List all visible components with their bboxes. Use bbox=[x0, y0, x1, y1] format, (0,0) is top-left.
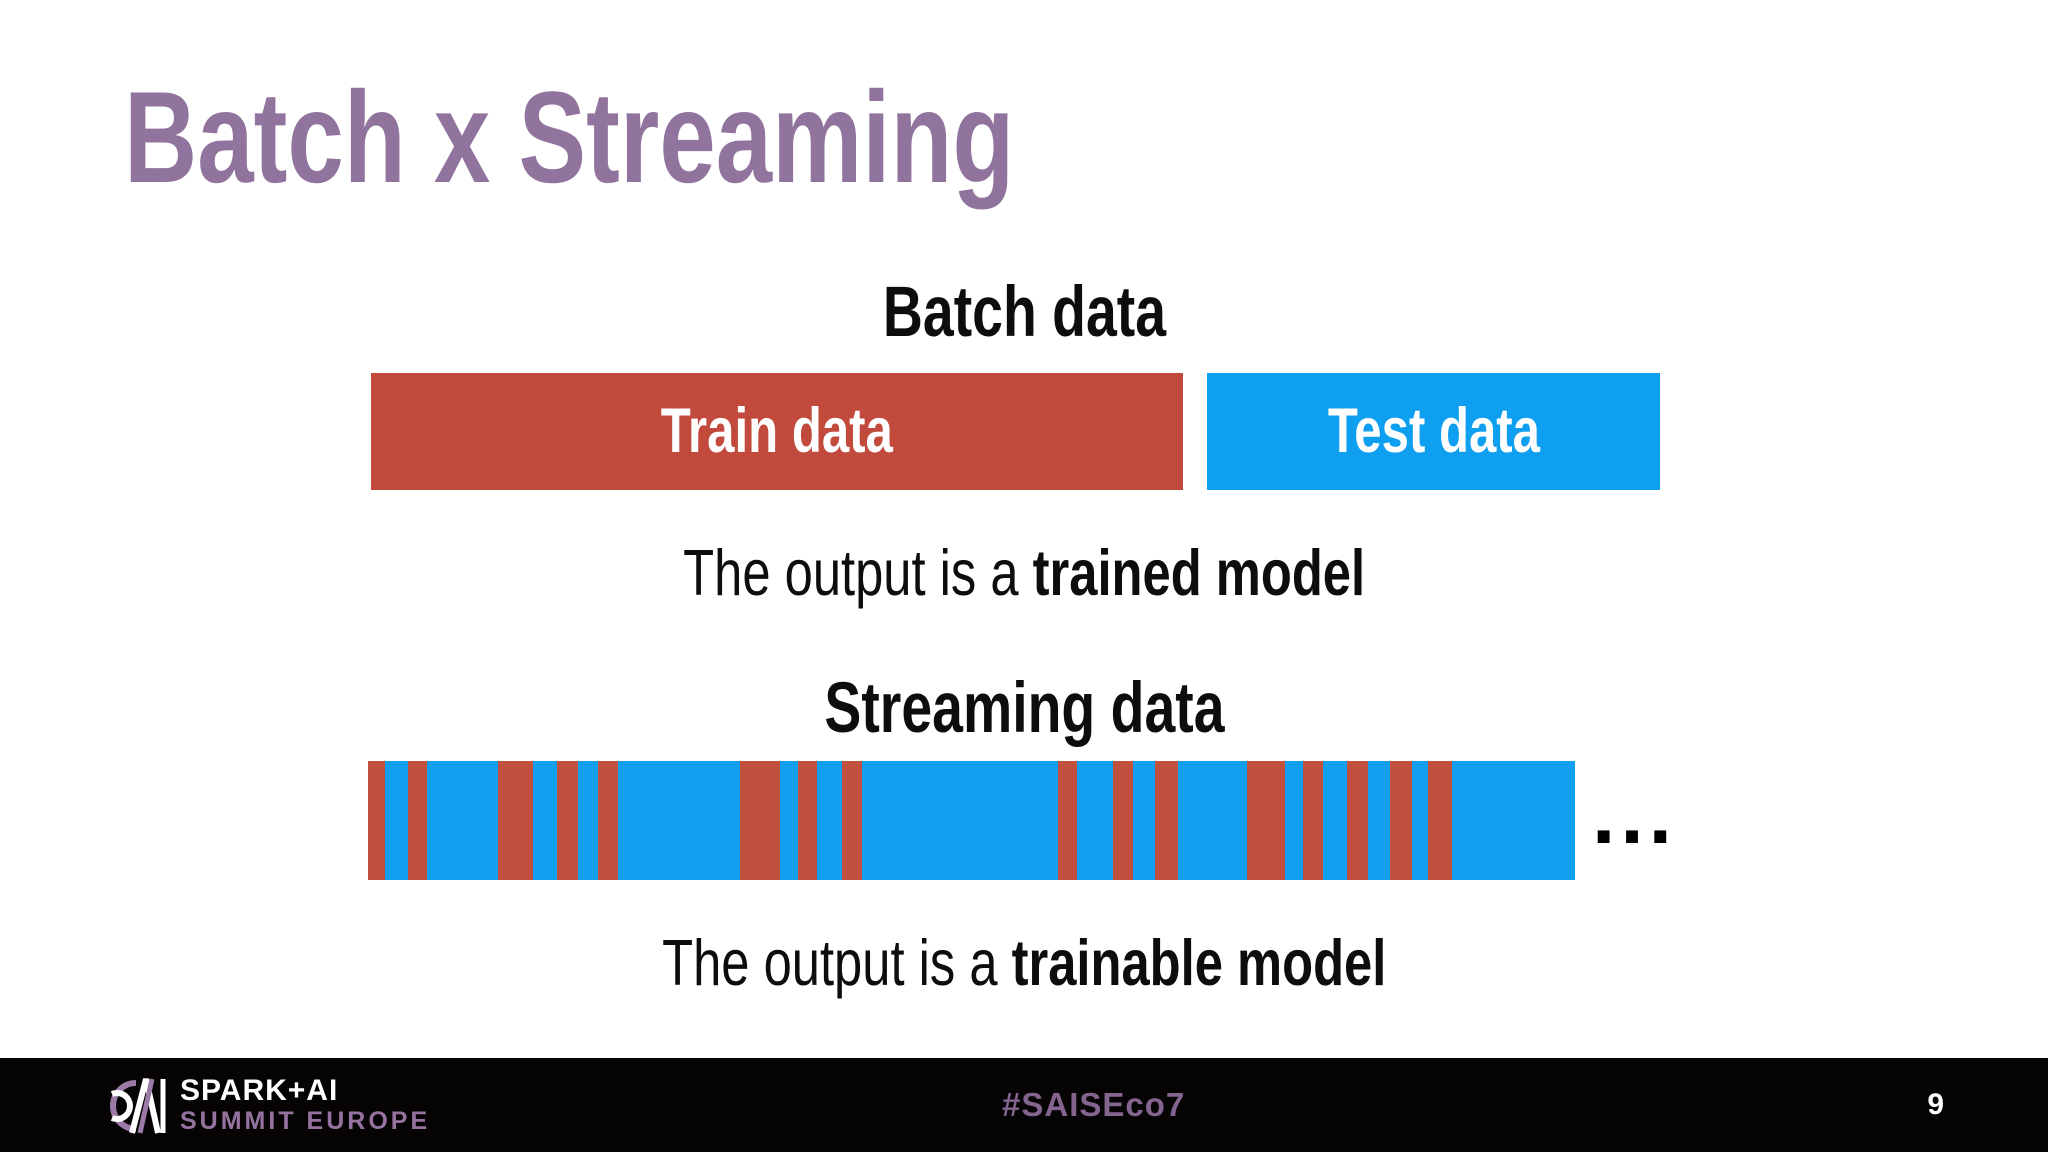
stream-test-stripe bbox=[1323, 761, 1347, 880]
streaming-data-heading: Streaming data bbox=[0, 673, 2048, 744]
stream-test-stripe bbox=[1077, 761, 1113, 880]
stream-train-stripe bbox=[408, 761, 427, 880]
stream-train-stripe bbox=[1155, 761, 1178, 880]
ellipsis: ... bbox=[1592, 767, 1678, 861]
stream-test-stripe bbox=[1133, 761, 1155, 880]
stream-train-stripe bbox=[1247, 761, 1285, 880]
spark-ai-logo-mark bbox=[110, 1078, 166, 1134]
page-number: 9 bbox=[1927, 1088, 1944, 1121]
batch-data-heading-text: Batch data bbox=[882, 273, 1166, 352]
stream-test-stripe bbox=[1285, 761, 1303, 880]
slide-title: Batch x Streaming bbox=[124, 72, 1265, 202]
stream-test-stripe bbox=[427, 761, 498, 880]
stream-train-stripe bbox=[740, 761, 780, 880]
stream-train-stripe bbox=[1113, 761, 1133, 880]
stream-test-stripe bbox=[385, 761, 408, 880]
streaming-output-bold: trainable model bbox=[1011, 926, 1387, 999]
logo-text: SPARK+AI SUMMIT EUROPE bbox=[180, 1074, 431, 1135]
stream-test-stripe bbox=[862, 761, 1058, 880]
stream-test-stripe bbox=[1412, 761, 1428, 880]
event-hashtag: #SAISEco7 bbox=[1002, 1086, 1186, 1123]
slide-title-text: Batch x Streaming bbox=[124, 64, 1015, 210]
streaming-data-heading-text: Streaming data bbox=[823, 669, 1225, 748]
spark-ai-logo: SPARK+AI SUMMIT EUROPE bbox=[96, 1073, 430, 1137]
batch-output-bold: trained model bbox=[1032, 536, 1365, 609]
streaming-data-bar bbox=[368, 761, 1575, 880]
stream-test-stripe bbox=[533, 761, 557, 880]
batch-output-caption: The output is a trained model bbox=[0, 540, 2048, 605]
streaming-output-caption: The output is a trainable model bbox=[0, 930, 2048, 995]
test-data-label: Test data bbox=[1327, 396, 1540, 466]
stream-train-stripe bbox=[1428, 761, 1452, 880]
stream-test-stripe bbox=[1178, 761, 1247, 880]
streaming-output-prefix: The output is a bbox=[661, 926, 998, 999]
stream-train-stripe bbox=[498, 761, 533, 880]
stream-train-stripe bbox=[598, 761, 618, 880]
batch-data-bar: Train data Test data bbox=[371, 373, 1660, 490]
batch-output-prefix: The output is a bbox=[683, 536, 1019, 609]
train-data-label: Train data bbox=[660, 396, 894, 466]
stream-test-stripe bbox=[780, 761, 798, 880]
logo-title: SPARK+AI bbox=[180, 1074, 339, 1108]
footer-bar: SPARK+AI SUMMIT EUROPE #SAISEco7 9 bbox=[0, 1058, 2048, 1152]
train-data-segment: Train data bbox=[371, 373, 1183, 490]
stream-train-stripe bbox=[1303, 761, 1323, 880]
stream-train-stripe bbox=[1347, 761, 1368, 880]
test-data-segment: Test data bbox=[1207, 373, 1660, 490]
stream-train-stripe bbox=[1390, 761, 1412, 880]
stream-train-stripe bbox=[798, 761, 817, 880]
stream-train-stripe bbox=[842, 761, 862, 880]
stream-test-stripe bbox=[578, 761, 598, 880]
logo-subtitle: SUMMIT EUROPE bbox=[180, 1106, 431, 1135]
stream-train-stripe bbox=[368, 761, 385, 880]
stream-test-stripe bbox=[1368, 761, 1390, 880]
stream-test-stripe bbox=[1452, 761, 1575, 880]
stream-train-stripe bbox=[1058, 761, 1077, 880]
batch-data-heading: Batch data bbox=[0, 277, 2048, 348]
stream-test-stripe bbox=[817, 761, 842, 880]
stream-test-stripe bbox=[618, 761, 740, 880]
stream-train-stripe bbox=[557, 761, 578, 880]
